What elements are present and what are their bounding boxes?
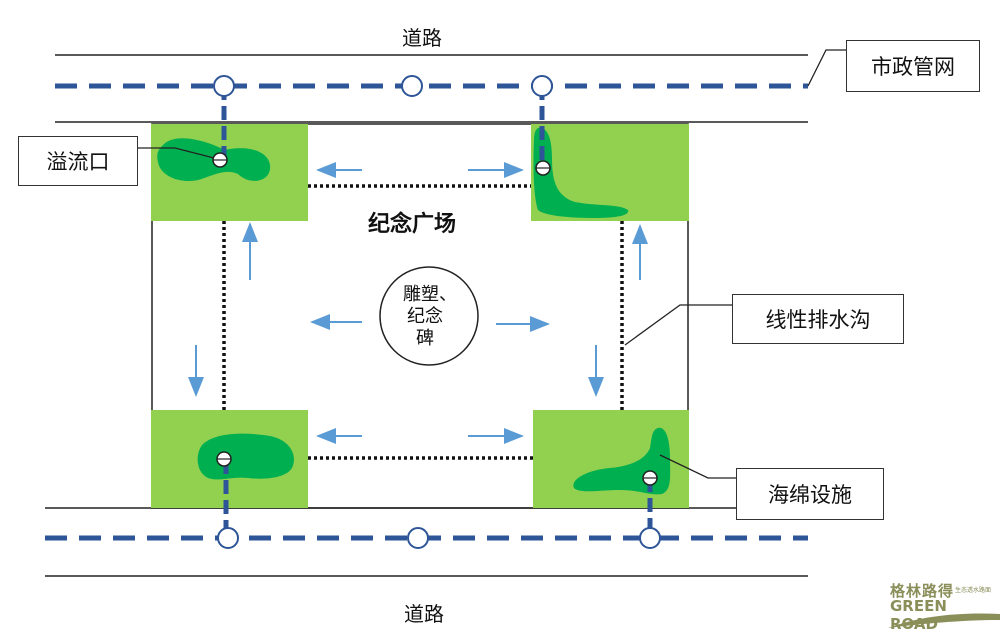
manhole-bottom-3 bbox=[639, 527, 661, 549]
manhole-top-1 bbox=[213, 75, 235, 97]
leader-drain bbox=[624, 304, 732, 346]
sponge-facility-label: 海绵设施 bbox=[736, 468, 884, 520]
plaza-title: 纪念广场 bbox=[368, 212, 457, 237]
manhole-top-3 bbox=[531, 75, 553, 97]
sculpture-circle bbox=[379, 266, 479, 366]
sculpture-text-line1: 雕塑、 bbox=[403, 284, 457, 305]
pond-bottom-left bbox=[197, 433, 294, 480]
overflow-outlet-top-left bbox=[212, 152, 228, 168]
linear-drain-label: 线性排水沟 bbox=[732, 294, 904, 344]
manhole-bottom-2 bbox=[407, 527, 429, 549]
overflow-outlet-bottom-right bbox=[642, 470, 658, 486]
road-label-bottom: 道路 bbox=[404, 602, 444, 626]
pond-top-right bbox=[533, 127, 629, 218]
logo-chinese-subtitle: 生态透水路面 bbox=[955, 587, 992, 594]
leader-sponge bbox=[659, 454, 738, 479]
leader-municipal bbox=[807, 49, 848, 87]
leader-overflow bbox=[138, 147, 215, 159]
overflow-outlet-top-right bbox=[535, 160, 551, 176]
sculpture-text-line2: 纪念 bbox=[407, 306, 443, 327]
manhole-top-2 bbox=[401, 75, 423, 97]
logo-english: GREEN ROAD bbox=[890, 597, 947, 633]
municipal-network-label: 市政管网 bbox=[846, 40, 980, 92]
logo-chinese: 格林路得 bbox=[890, 582, 955, 600]
overflow-outlet-label: 溢流口 bbox=[18, 136, 138, 186]
logo-swoosh bbox=[888, 613, 1000, 628]
overflow-outlet-bottom-left bbox=[216, 451, 232, 467]
manhole-bottom-1 bbox=[217, 527, 239, 549]
plaza-boundary bbox=[151, 123, 689, 509]
road-label-top: 道路 bbox=[402, 26, 442, 50]
sculpture-text-line3: 碑 bbox=[416, 328, 434, 349]
